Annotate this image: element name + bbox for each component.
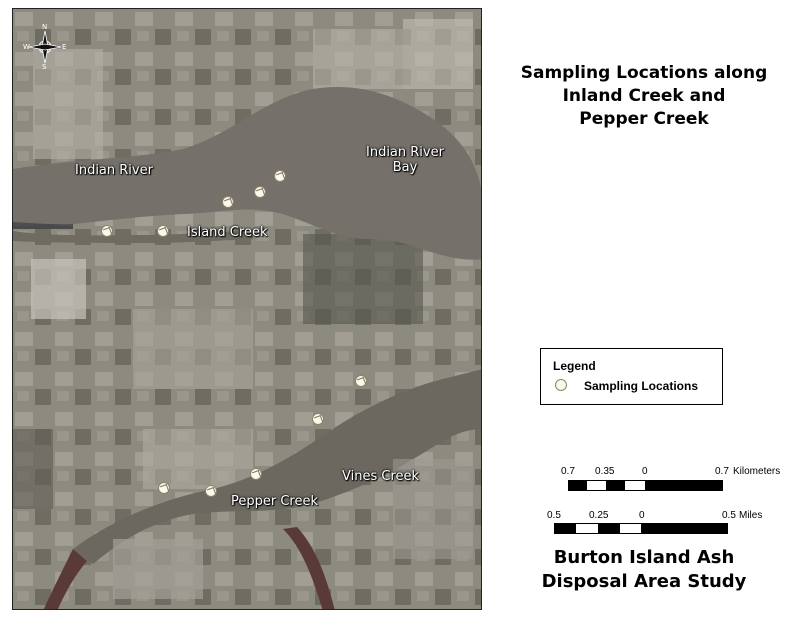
legend: Legend Sampling Locations (540, 348, 723, 405)
compass-e-label: E (62, 43, 67, 51)
legend-item-label: Sampling Locations (584, 379, 699, 393)
scale-mi-unit: Miles (739, 510, 763, 521)
study-title-line1: Burton Island Ash (553, 547, 735, 568)
study-title: Burton Island Ash Disposal Area Study (488, 546, 800, 594)
compass-s-label: S (42, 63, 47, 71)
compass-n-label: N (42, 23, 48, 31)
aerial-imagery (13, 9, 481, 609)
map-title: Sampling Locations along Inland Creek an… (488, 62, 800, 131)
sampling-site-marker[interactable] (274, 170, 286, 182)
scale-km-bar (568, 480, 723, 491)
north-arrow: N S E W (23, 23, 67, 71)
pepper-creek-water (73, 369, 481, 564)
sampling-site-marker[interactable] (157, 225, 169, 237)
scale-mi-tick-4: 0.5 (722, 510, 736, 521)
sampling-site-marker[interactable] (355, 375, 367, 387)
map-title-line2: Inland Creek and (562, 86, 726, 106)
study-title-line2: Disposal Area Study (541, 571, 747, 592)
scale-km-tick-2: 0.35 (595, 466, 615, 477)
scale-mi-tick-3: 0 (639, 510, 645, 521)
compass-rose-icon (28, 30, 62, 64)
map-title-line3: Pepper Creek (579, 109, 709, 129)
sampling-location-symbol-icon (555, 379, 567, 391)
sampling-site-marker[interactable] (158, 482, 170, 494)
scale-km-tick-3: 0 (642, 466, 648, 477)
scale-mi-tick-1: 0.5 (547, 510, 561, 521)
island-creek-water (13, 231, 253, 243)
label-indian-river-bay: Indian River Bay (366, 145, 444, 175)
scale-km-tick-4: 0.7 (715, 466, 729, 477)
aerial-map[interactable]: N S E W Indian River Indian River Bay Is… (12, 8, 482, 610)
label-island-creek: Island Creek (187, 225, 268, 240)
sampling-site-marker[interactable] (222, 196, 234, 208)
compass-w-label: W (23, 43, 30, 51)
scale-km-tick-1: 0.7 (561, 466, 575, 477)
scale-mi-tick-2: 0.25 (589, 510, 609, 521)
scale-km-unit: Kilometers (733, 466, 781, 477)
legend-title: Legend (553, 359, 596, 373)
sampling-site-marker[interactable] (250, 468, 262, 480)
sampling-site-marker[interactable] (205, 485, 217, 497)
label-indian-river-bay-line1: Indian River (366, 145, 444, 160)
label-indian-river-bay-line2: Bay (392, 160, 418, 175)
label-pepper-creek: Pepper Creek (231, 494, 319, 509)
sampling-site-marker[interactable] (101, 225, 113, 237)
sampling-site-marker[interactable] (312, 413, 324, 425)
sampling-site-marker[interactable] (254, 186, 266, 198)
indian-river-water (13, 87, 481, 260)
map-title-line1: Sampling Locations along (520, 63, 768, 83)
scale-mi-bar (554, 523, 728, 534)
label-indian-river: Indian River (75, 163, 153, 178)
label-vines-creek: Vines Creek (342, 469, 420, 484)
